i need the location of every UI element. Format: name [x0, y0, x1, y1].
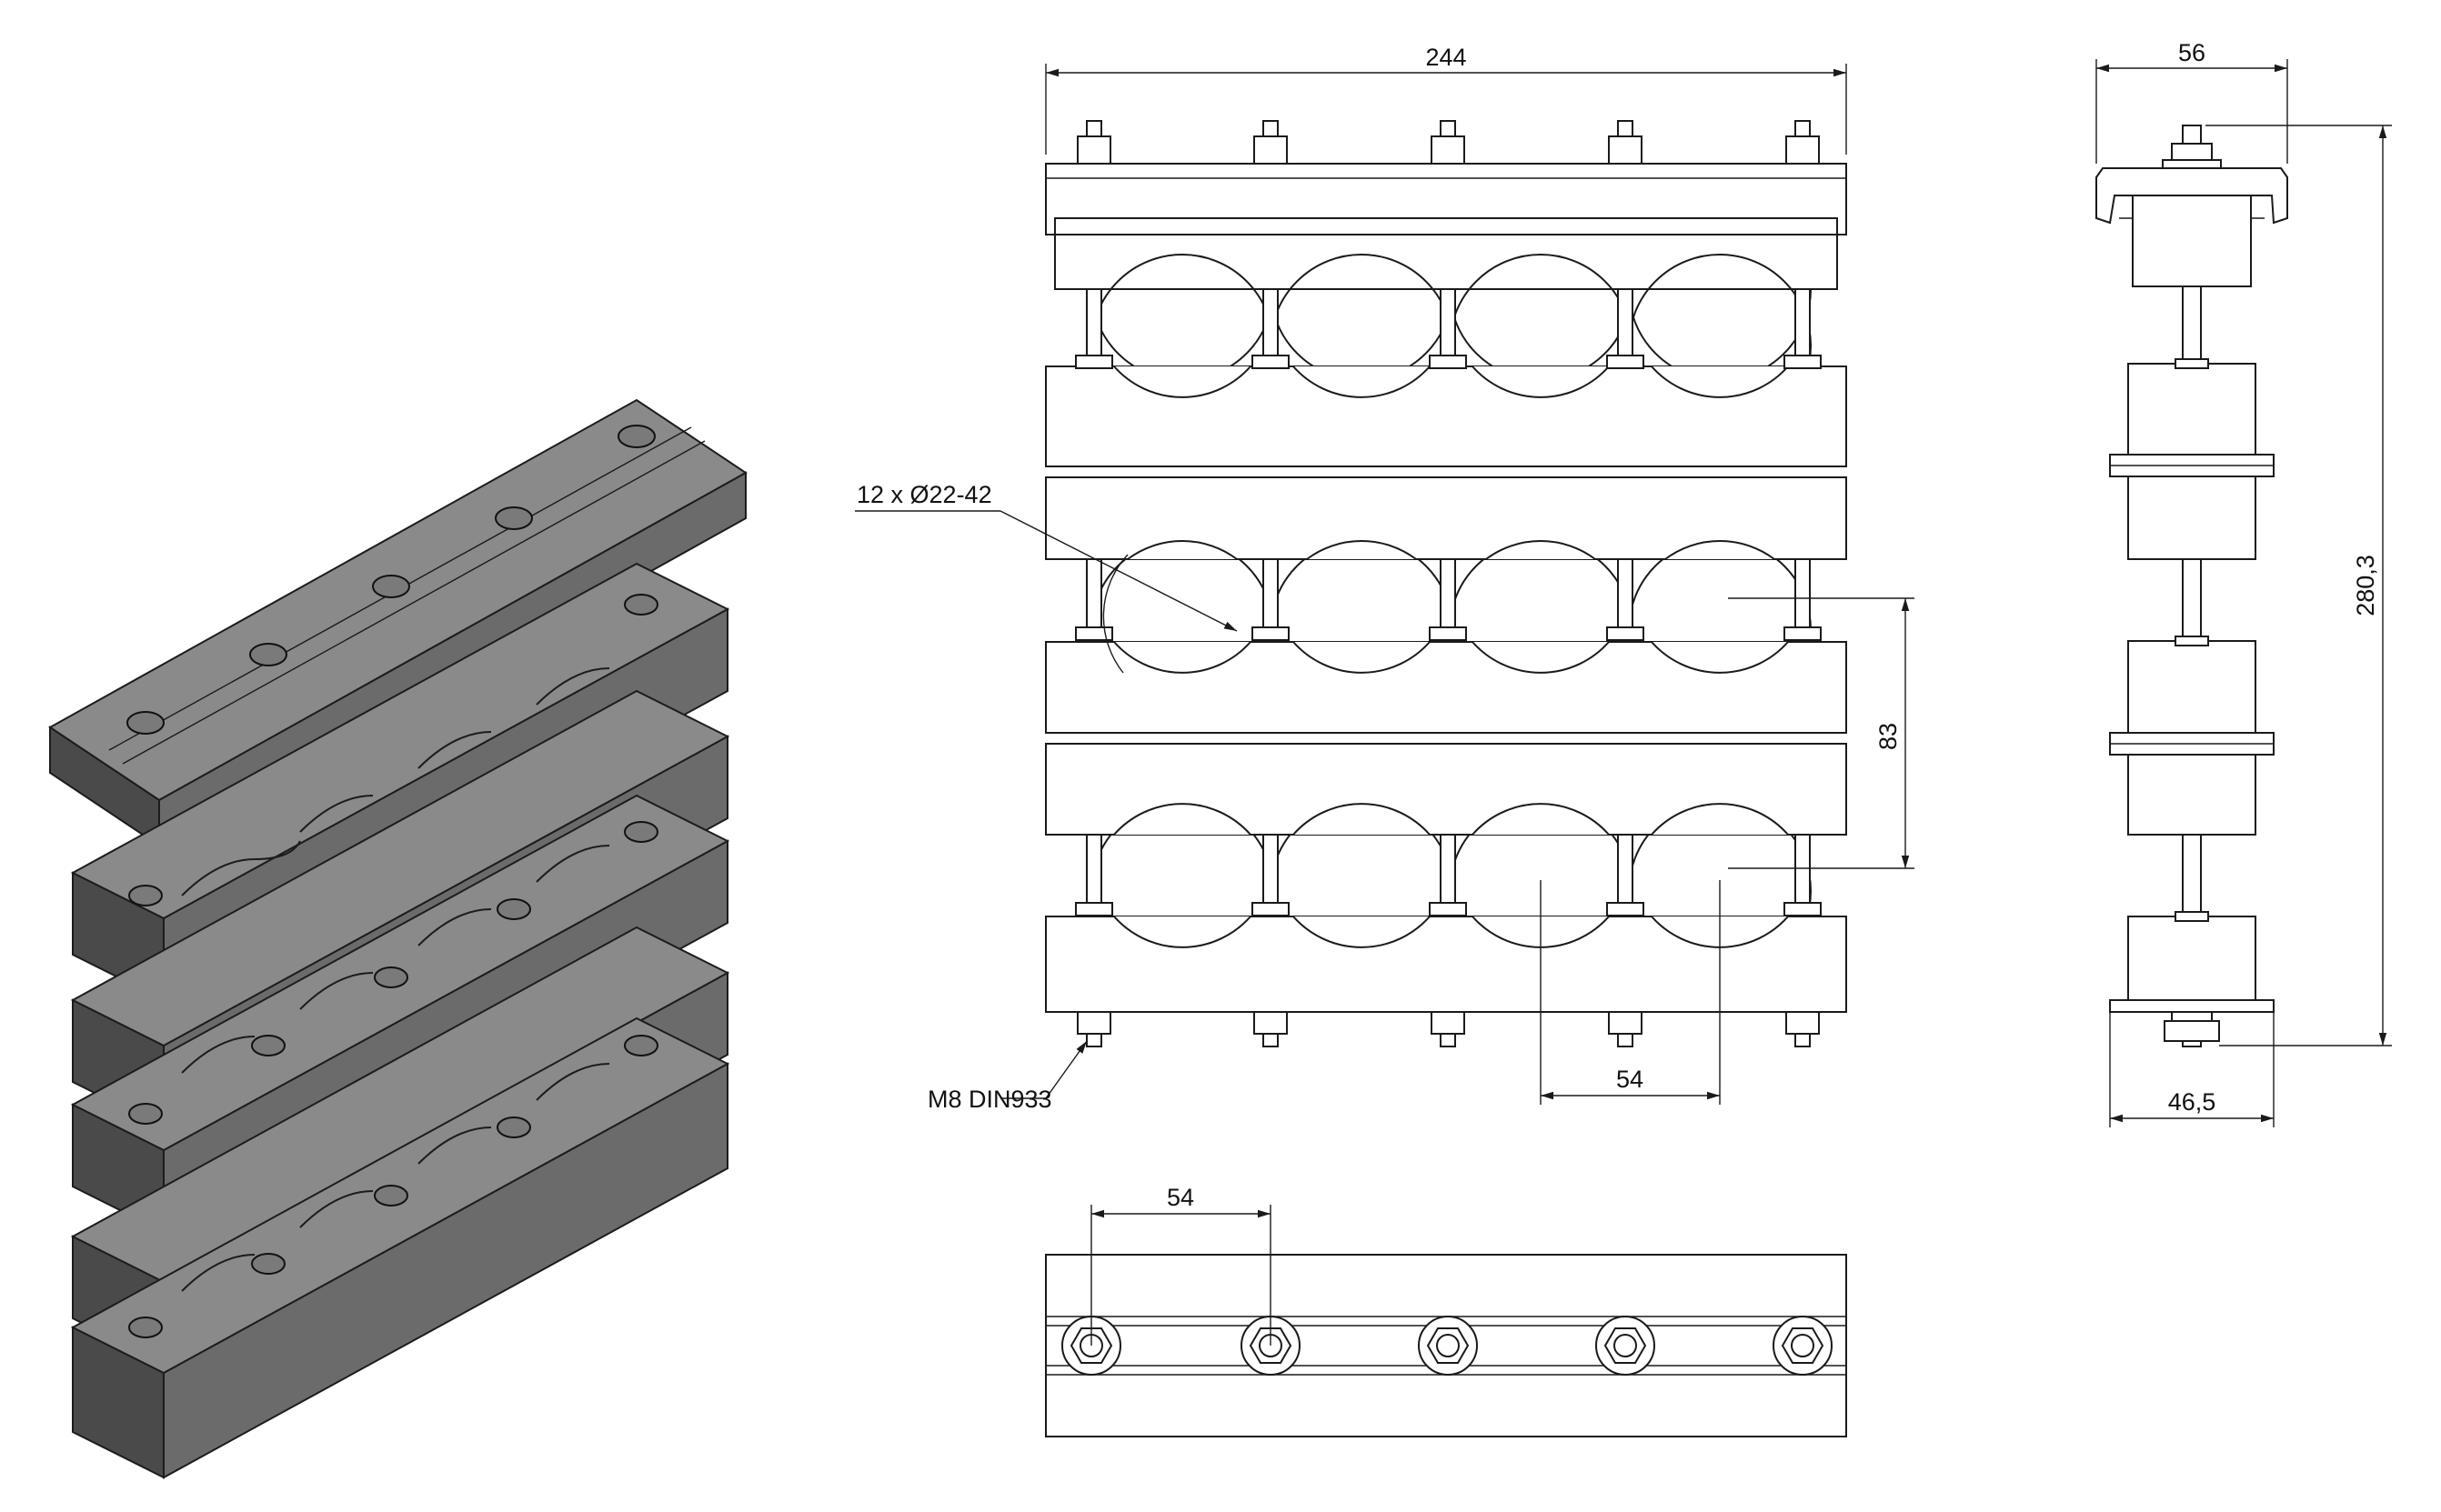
iso-bolt-nut	[374, 1185, 408, 1207]
dim-hole-pitch-front-value: 54	[1616, 1066, 1643, 1093]
dim-hole-pitch-top-value: 54	[1167, 1184, 1194, 1211]
iso-bolt-nut	[249, 643, 287, 666]
dim-overall-width: 244	[1045, 44, 1847, 155]
iso-bolt-nut	[497, 1116, 531, 1138]
front-bolt-3	[1431, 120, 1465, 1047]
dim-row-pitch-value: 83	[1874, 723, 1902, 750]
iso-bolt-nut	[624, 594, 658, 616]
dim-overall-width-value: 244	[1425, 44, 1466, 71]
top-bolt-head	[1595, 1316, 1655, 1376]
top-view-bolt-heads	[1061, 1316, 1833, 1376]
iso-bolt-nut	[251, 1035, 286, 1056]
iso-bolt-nut	[128, 1317, 163, 1338]
callout-cable-range: 12 x Ø22-42	[855, 481, 1238, 674]
side-block-2	[2109, 640, 2275, 836]
iso-bolt-nut	[495, 506, 533, 530]
dim-side-width: 56	[2095, 39, 2288, 164]
callout-cable-range-text: 12 x Ø22-42	[857, 481, 992, 508]
top-bolt-head	[1773, 1316, 1833, 1376]
front-bolts	[1075, 120, 1822, 1047]
iso-bolt-nut	[374, 966, 408, 988]
front-bolt-4	[1608, 120, 1642, 1047]
iso-bolt-nut	[624, 821, 658, 843]
front-bolt-5	[1785, 120, 1820, 1047]
iso-bolt-nut	[372, 575, 410, 598]
dim-hole-pitch-top: 54	[1090, 1184, 1271, 1346]
front-view: 244 83 54 12 x Ø22-42 M8 DIN933	[855, 44, 1914, 1113]
callout-bolt-spec-text: M8 DIN933	[928, 1086, 1052, 1113]
iso-bolt-nut	[497, 898, 531, 920]
side-block-3	[2109, 916, 2275, 1013]
dim-overall-height-value: 280,3	[2352, 555, 2379, 616]
dim-overall-height: 280,3	[2205, 125, 2392, 1046]
callout-bolt-spec: M8 DIN933	[928, 1040, 1088, 1113]
iso-bolt-nut	[624, 1035, 658, 1056]
iso-bolt-nut	[126, 711, 165, 735]
top-view: 54	[1045, 1184, 1847, 1437]
top-bolt-head	[1418, 1316, 1478, 1376]
dim-base-width-value: 46,5	[2168, 1088, 2216, 1116]
iso-bolt-nut	[128, 885, 163, 906]
iso-cable-saddles	[181, 667, 610, 1292]
dim-hole-pitch-front: 54	[1540, 880, 1721, 1105]
side-view: 56 280,3 46,5	[2095, 39, 2392, 1127]
side-block-1	[2109, 363, 2275, 560]
dim-row-pitch: 83	[1728, 597, 1914, 869]
iso-bolt-nut	[251, 1253, 286, 1275]
dim-base-width: 46,5	[2109, 1012, 2275, 1127]
iso-bolt-nut	[618, 425, 656, 448]
dim-side-width-value: 56	[2178, 39, 2205, 66]
iso-bolts	[126, 425, 658, 1338]
iso-bolt-nut	[128, 1103, 163, 1125]
isometric-view	[48, 398, 748, 1479]
